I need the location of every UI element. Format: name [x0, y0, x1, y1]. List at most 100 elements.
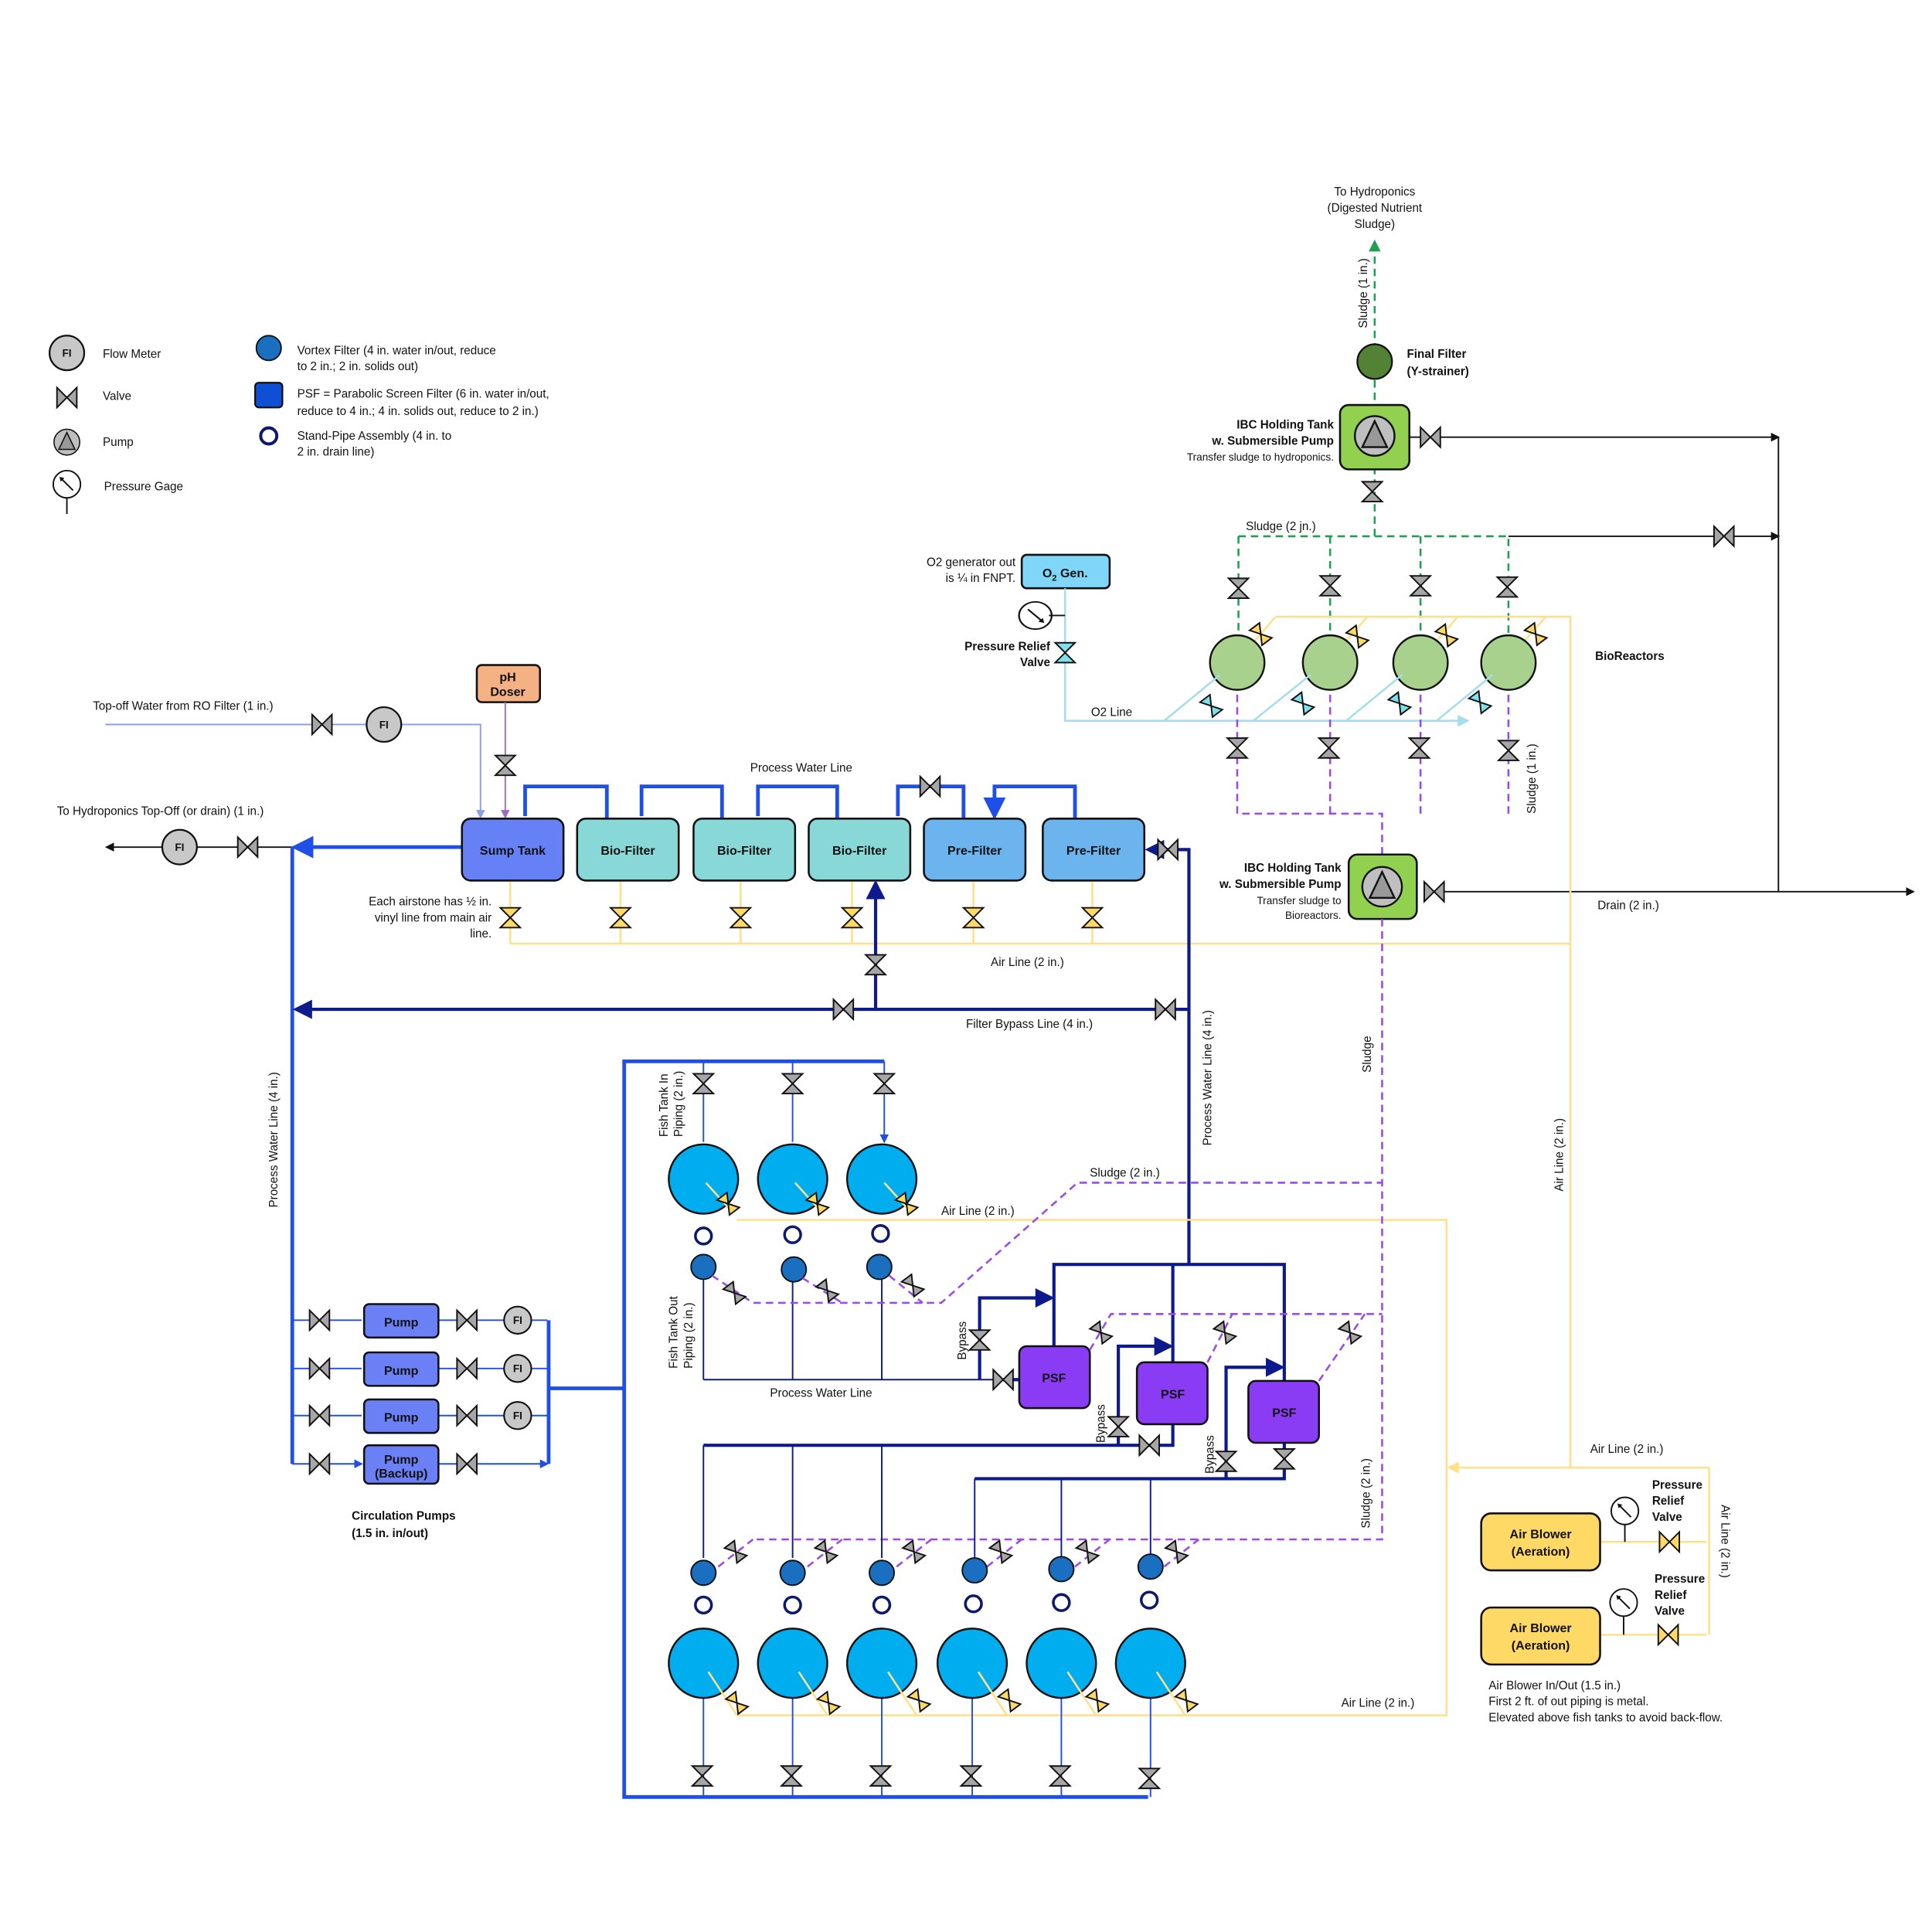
air-valve-icon[interactable] [962, 906, 985, 929]
valve-icon[interactable] [781, 1073, 804, 1095]
o2-line [1063, 588, 1470, 727]
stand-pipe [1140, 1590, 1159, 1610]
air-valve-icon[interactable] [1523, 622, 1548, 646]
valve-icon[interactable] [1410, 575, 1431, 597]
valve-icon[interactable] [723, 1539, 748, 1564]
valve-icon[interactable] [1361, 481, 1383, 502]
bioreactor [1480, 634, 1537, 691]
valve-icon[interactable] [495, 754, 516, 777]
air-valve-icon[interactable] [1174, 1688, 1199, 1713]
legend-pump: Pump [103, 436, 134, 449]
valve-icon[interactable] [988, 1539, 1013, 1564]
o2-note-2: is ¼ in FNPT. [946, 572, 1016, 585]
air-valve-icon[interactable] [1081, 906, 1104, 929]
in-piping-label: Fish Tank In [658, 1073, 671, 1137]
valve-icon[interactable] [1226, 737, 1248, 759]
o2-valve-icon[interactable] [1468, 690, 1492, 715]
air-blower [1480, 1512, 1601, 1572]
vortex-filter [1048, 1556, 1075, 1583]
valve-icon[interactable] [691, 1765, 713, 1787]
valve-icon[interactable] [992, 1369, 1014, 1391]
air-valve-icon[interactable] [730, 906, 752, 929]
pressure-relief-valve-icon[interactable] [1054, 641, 1076, 664]
valve-icon[interactable] [781, 1765, 802, 1787]
psf-filter [1135, 1361, 1209, 1426]
air-valve-icon[interactable] [816, 1691, 841, 1715]
valve-icon[interactable] [873, 1073, 896, 1095]
valve-icon[interactable] [456, 1453, 478, 1475]
valve-icon[interactable] [308, 1404, 331, 1427]
air-blower-label: Air Blower [1510, 1621, 1572, 1635]
pressure-relief-valve-icon[interactable] [1658, 1531, 1681, 1553]
valve-icon[interactable] [456, 1309, 478, 1332]
valve-icon[interactable] [1408, 737, 1430, 759]
valve-icon[interactable] [1107, 1416, 1129, 1437]
valve-icon[interactable] [456, 1358, 478, 1379]
fish-tank-supply [622, 1059, 1148, 1799]
airstone-note: Each airstone has ½ in. [369, 895, 492, 908]
fi-label: FI [379, 719, 389, 730]
valve-icon[interactable] [960, 1765, 982, 1787]
valve-icon[interactable] [1713, 526, 1735, 547]
air-valve-icon[interactable] [499, 906, 522, 929]
valve-icon[interactable] [1215, 1451, 1237, 1472]
flow-meter-icon [161, 828, 198, 866]
air-line-label: Air Line (2 in.) [991, 956, 1064, 969]
valve-icon[interactable] [1213, 1320, 1237, 1345]
valve-icon[interactable] [814, 1539, 838, 1564]
valve-icon[interactable] [919, 775, 941, 798]
valve-icon[interactable] [1318, 737, 1340, 759]
topoff-label: Top-off Water from RO Filter (1 in.) [93, 699, 273, 713]
valve-icon[interactable] [308, 1453, 331, 1475]
stand-pipe [783, 1225, 802, 1244]
pressure-relief-valve-icon[interactable] [1657, 1624, 1679, 1646]
valve-icon[interactable] [456, 1404, 478, 1427]
valve-icon[interactable] [832, 998, 855, 1020]
valve-icon[interactable] [1274, 1448, 1295, 1470]
valve-icon[interactable] [308, 1309, 331, 1332]
bio-filter [808, 818, 912, 882]
valve-icon[interactable] [1496, 576, 1519, 598]
valve-icon[interactable] [308, 1358, 331, 1379]
valve-icon[interactable] [1498, 740, 1519, 761]
fish-tank [668, 1628, 740, 1699]
air-blower-label-2: (Aeration) [1512, 1639, 1570, 1653]
air-valve-icon[interactable] [1085, 1688, 1110, 1713]
final-filter [1356, 343, 1393, 380]
valve-icon[interactable] [1138, 1767, 1160, 1790]
valve-icon[interactable] [902, 1539, 927, 1564]
valve-icon[interactable] [1157, 838, 1179, 861]
valve-icon[interactable] [1423, 881, 1445, 903]
valve-icon[interactable] [968, 1329, 991, 1351]
air-valve-icon[interactable] [610, 906, 631, 929]
o2-valve-icon[interactable] [1387, 691, 1412, 716]
fish-tank [1114, 1628, 1186, 1699]
o2-valve-icon[interactable] [1291, 691, 1315, 716]
valve-icon[interactable] [900, 1274, 925, 1298]
psf-sludge-line [1089, 1313, 1383, 1382]
valve-icon[interactable] [1420, 426, 1441, 448]
vortex-filter [869, 1560, 896, 1587]
valve-icon[interactable] [236, 836, 259, 858]
sludge-return-line [753, 919, 1383, 1541]
valve-icon[interactable] [1227, 577, 1250, 599]
valve-icon[interactable] [1319, 575, 1341, 597]
o2-valve-icon[interactable] [1199, 694, 1223, 718]
valve-icon[interactable] [865, 954, 886, 976]
valve-icon[interactable] [1089, 1320, 1114, 1345]
valve-icon[interactable] [692, 1073, 715, 1095]
valve-icon[interactable] [1138, 1434, 1160, 1456]
air-valve-icon[interactable] [841, 906, 863, 929]
valve-icon[interactable] [1049, 1765, 1071, 1787]
valve-icon[interactable] [869, 1765, 892, 1787]
vortex-filter [779, 1560, 806, 1587]
valve-icon[interactable] [1155, 998, 1176, 1020]
ibc2-label: IBC Holding Tank [1244, 862, 1342, 875]
vortex-filter-icon [255, 335, 282, 362]
vortex-filter [781, 1256, 808, 1283]
valve-icon[interactable] [311, 713, 333, 736]
process-water-4in-label-2: Process Water Line (4 in.) [1201, 1010, 1214, 1145]
prv-label: Pressure [1655, 1573, 1705, 1586]
fi-label: FI [513, 1410, 522, 1422]
bio-filter-label: Bio-Filter [600, 844, 655, 858]
